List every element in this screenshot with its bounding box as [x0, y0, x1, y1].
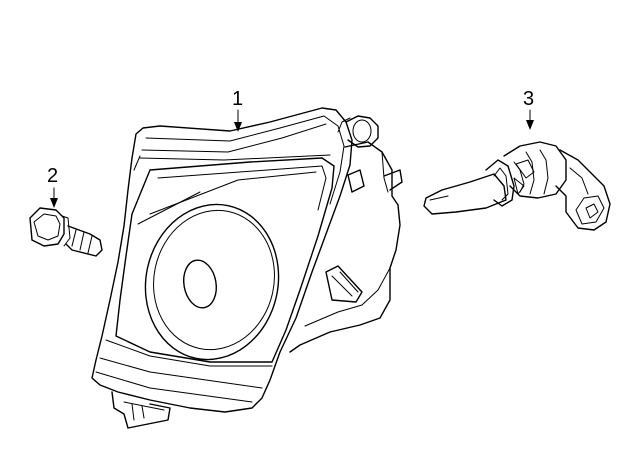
bolt[interactable]: [29, 207, 103, 257]
callout-2-leader: [50, 187, 58, 208]
callout-2-label: 2: [47, 165, 59, 187]
fog-lamp-assembly[interactable]: [91, 107, 403, 429]
callout-3-label: 3: [523, 88, 535, 110]
callout-1-label: 1: [232, 88, 244, 110]
callout-3-leader: [526, 109, 534, 130]
bulb[interactable]: [423, 141, 611, 231]
callout-1-leader: [234, 109, 242, 132]
